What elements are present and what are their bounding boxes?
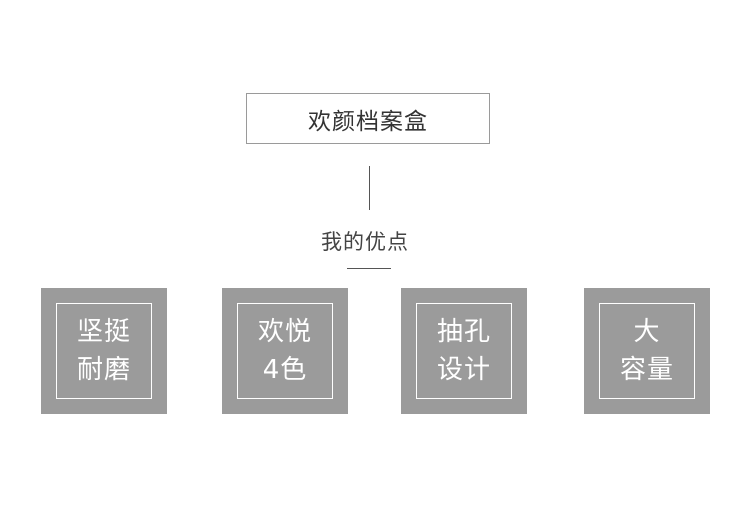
feature-label-line1: 抽孔	[436, 317, 491, 347]
feature-label-line1: 欢悦	[257, 317, 312, 347]
feature-label-line2: 容量	[619, 355, 674, 385]
feature-label-line1: 坚挺	[76, 317, 131, 347]
feature-label-line2: 4色	[262, 355, 308, 385]
section-subtitle: 我的优点	[321, 230, 409, 254]
subtitle-underline	[347, 268, 391, 269]
feature-tile-frame: 大 容量	[599, 303, 695, 399]
product-title: 欢颜档案盒	[308, 108, 428, 135]
feature-tile-frame: 欢悦 4色	[237, 303, 333, 399]
feature-tile-colors: 欢悦 4色	[222, 288, 348, 414]
feature-tile-capacity: 大 容量	[584, 288, 710, 414]
feature-tile-durable: 坚挺 耐磨	[41, 288, 167, 414]
feature-label-line1: 大	[633, 317, 661, 347]
product-title-box: 欢颜档案盒	[246, 93, 490, 144]
feature-label-line2: 设计	[436, 355, 491, 385]
feature-tile-frame: 抽孔 设计	[416, 303, 512, 399]
vertical-connector-line	[369, 166, 370, 210]
feature-tile-frame: 坚挺 耐磨	[56, 303, 152, 399]
feature-tile-hole-design: 抽孔 设计	[401, 288, 527, 414]
feature-label-line2: 耐磨	[76, 355, 131, 385]
